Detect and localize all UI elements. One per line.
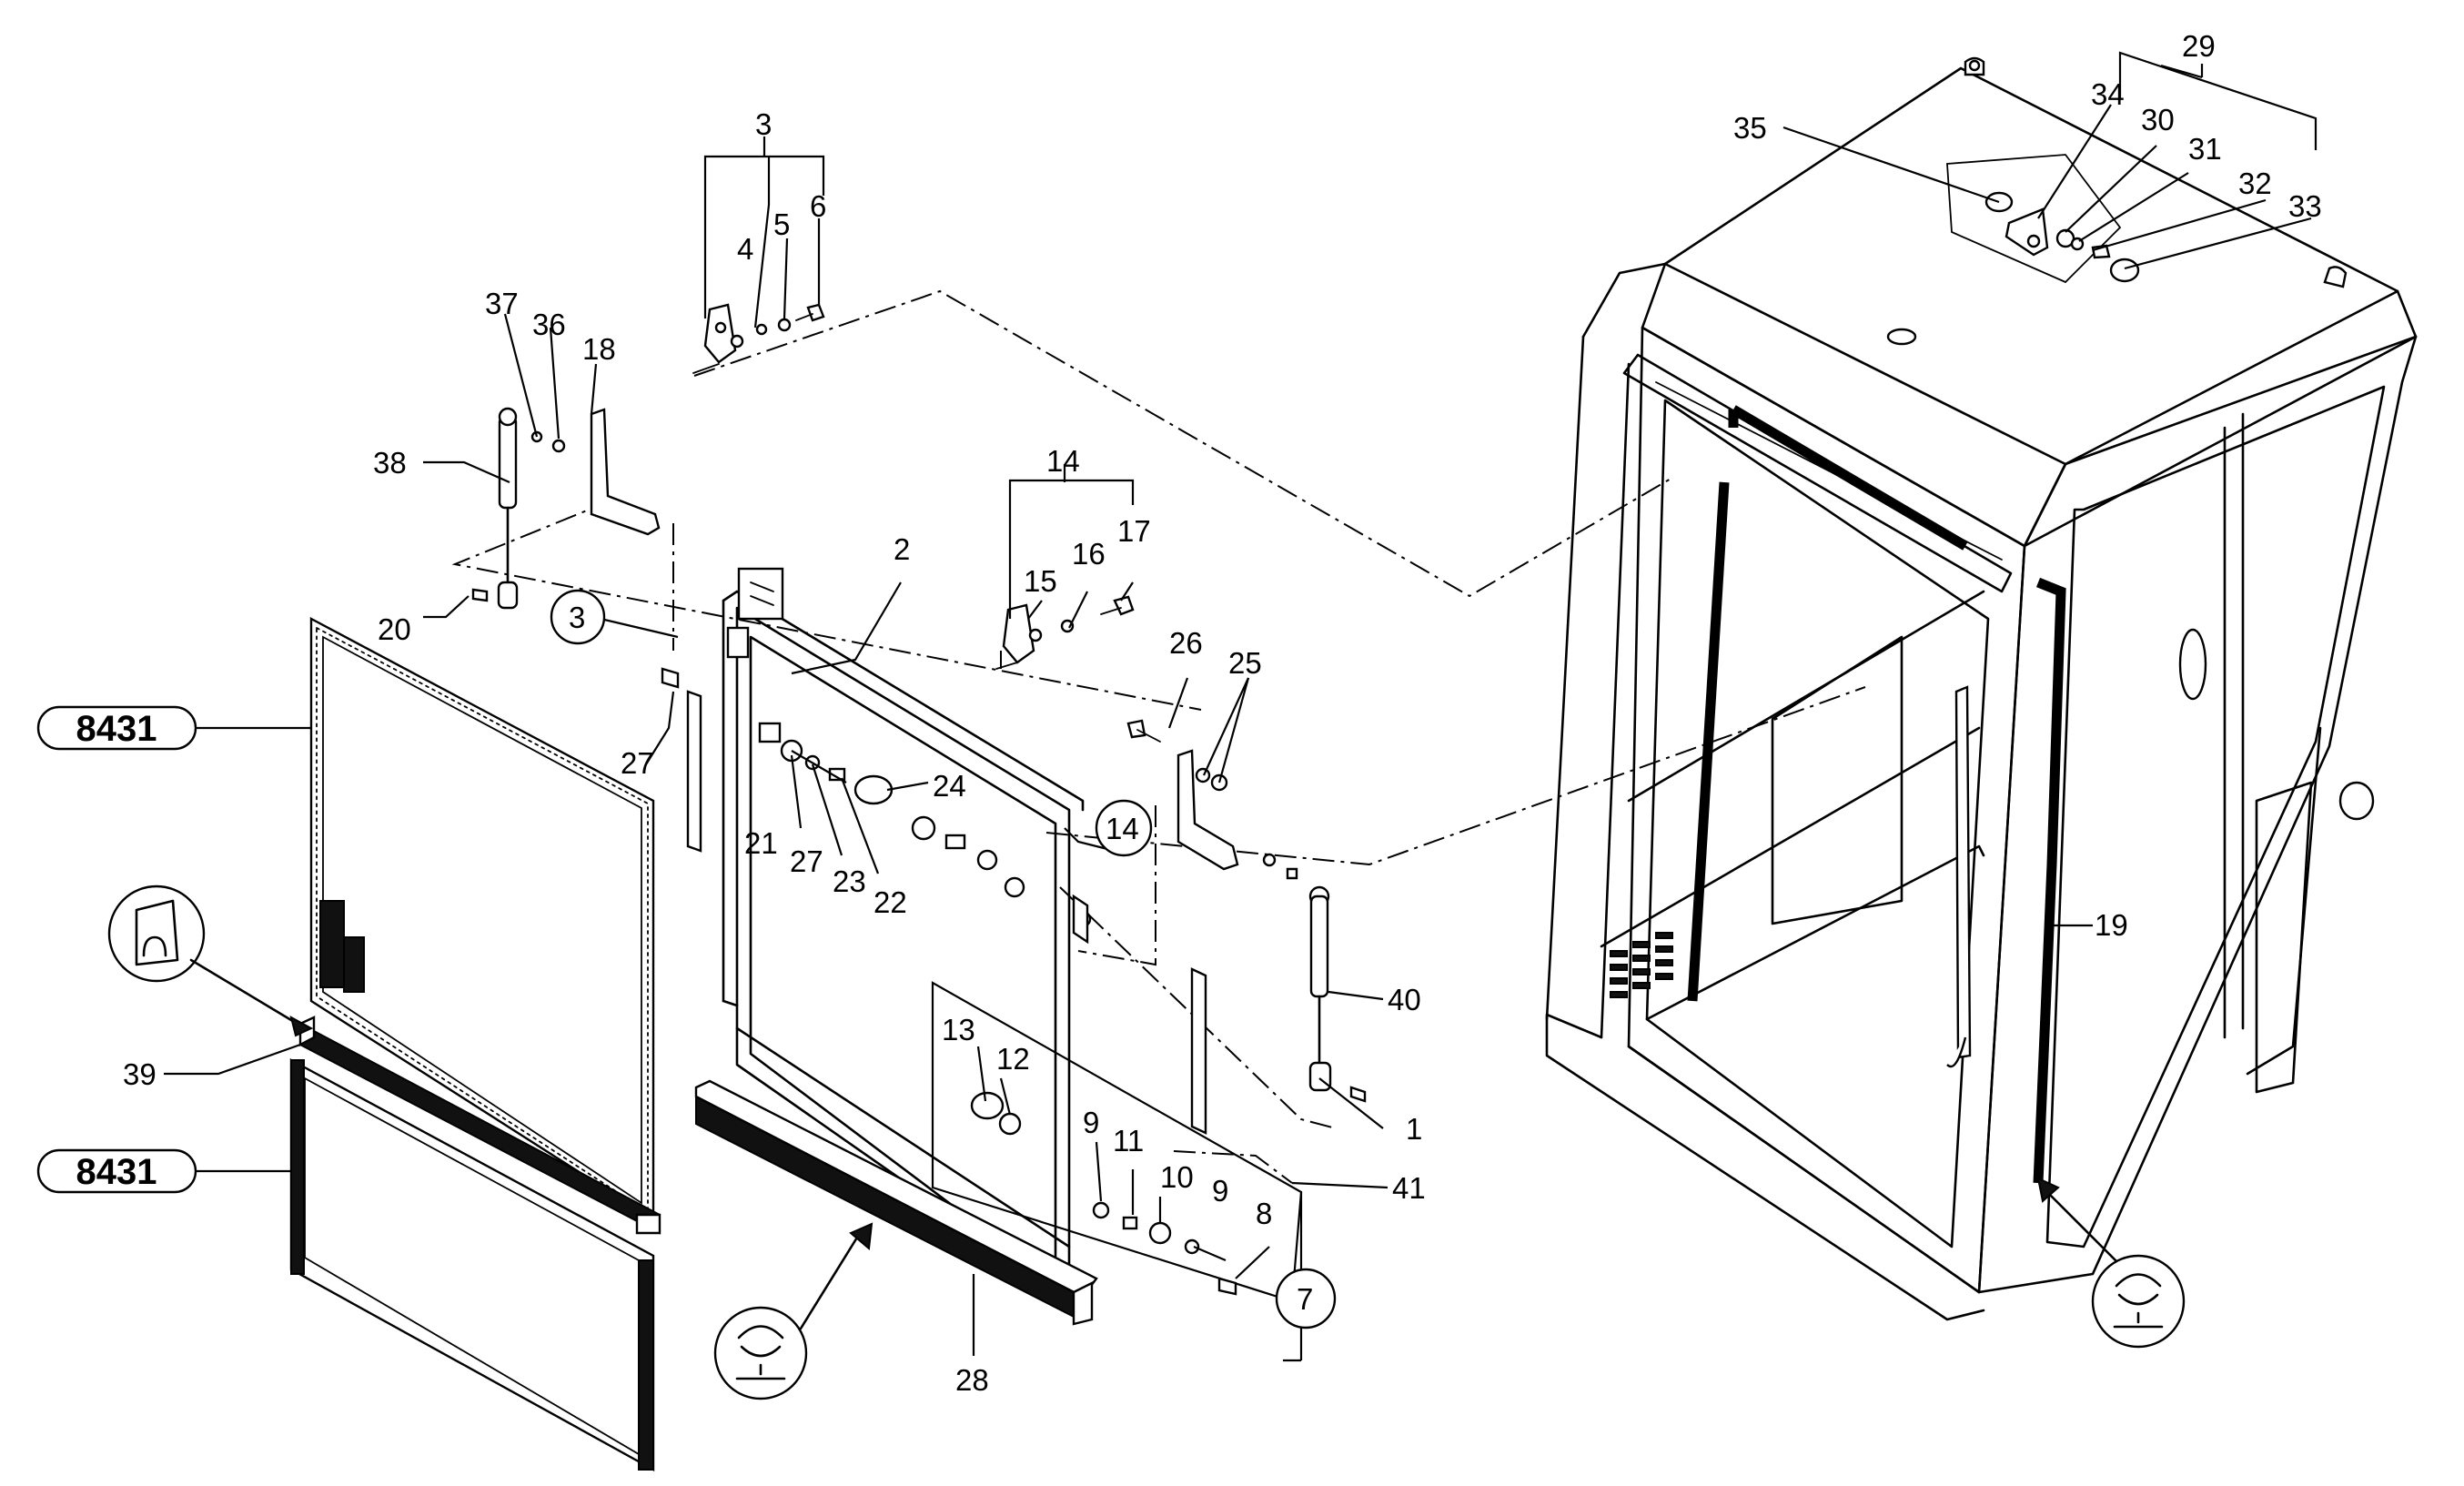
callout-24: 24 (933, 769, 966, 803)
callout-3-circle: 3 (569, 601, 585, 634)
callout-circle-14 (1095, 799, 1153, 857)
door-hinge-plates (686, 690, 1207, 1135)
callout-33: 33 (2288, 189, 2322, 223)
operator-cab (1545, 56, 2418, 1321)
callout-22: 22 (874, 885, 907, 919)
callout-29: 29 (2182, 29, 2216, 63)
callout-circle-7 (1275, 1268, 1337, 1329)
bracket-18 (590, 408, 661, 536)
sealant-symbol-right (2036, 1177, 2186, 1349)
lock-assembly-3 (692, 303, 825, 374)
door-roller-parts (661, 667, 1092, 945)
group-ref-label-1: 8431 (76, 709, 157, 749)
callout-35: 35 (1733, 111, 1767, 145)
callout-36: 36 (532, 308, 566, 341)
callout-10: 10 (1160, 1160, 1194, 1194)
callout-8: 8 (1256, 1197, 1272, 1230)
callout-9-left: 9 (1083, 1106, 1099, 1139)
callout-2: 2 (894, 532, 910, 566)
gas-strut-40 (1286, 867, 1367, 1103)
callout-13: 13 (942, 1013, 975, 1046)
callout-37: 37 (485, 287, 519, 320)
gas-strut-38 (471, 407, 566, 610)
callout-3-top: 3 (755, 107, 772, 141)
callout-27-mid: 27 (790, 844, 823, 878)
cab-weatherstrip (1687, 405, 2066, 1184)
callout-25: 25 (1228, 646, 1262, 680)
callout-15: 15 (1024, 564, 1057, 598)
callout-7: 7 (1297, 1282, 1313, 1316)
callout-28: 28 (955, 1363, 989, 1397)
callout-12: 12 (996, 1042, 1030, 1076)
assembly-guide-lines (451, 289, 1866, 1184)
callout-38: 38 (373, 446, 407, 480)
roof-fitting-parts (1984, 191, 2140, 283)
cab-vents (1610, 932, 1673, 998)
callout-39: 39 (123, 1057, 157, 1091)
guide-rail-28 (694, 1079, 1098, 1326)
callout-6: 6 (810, 189, 826, 223)
seal-profile-detail (107, 885, 314, 1037)
upper-glass-pane (309, 617, 655, 1222)
callout-16: 16 (1072, 537, 1106, 571)
lock-assembly-14 (995, 595, 1135, 670)
callout-27-left: 27 (621, 746, 654, 780)
callout-9-right: 9 (1212, 1174, 1228, 1208)
callout-31: 31 (2188, 132, 2222, 166)
bracket-25 (1126, 719, 1277, 871)
callout-19: 19 (2095, 908, 2128, 942)
callout-40: 40 (1388, 983, 1421, 1016)
callout-17: 17 (1117, 514, 1151, 548)
callout-34: 34 (2091, 77, 2125, 111)
callout-20: 20 (378, 612, 411, 646)
callout-4: 4 (737, 232, 753, 266)
seal-strip-39 (298, 1016, 661, 1235)
callout-21: 21 (744, 826, 778, 860)
callout-32: 32 (2238, 167, 2272, 200)
lower-glass-pane (289, 1057, 655, 1472)
callout-18: 18 (582, 332, 616, 366)
leader-lines (164, 104, 2312, 1356)
callout-23: 23 (833, 864, 866, 898)
callout-14-circle: 14 (1106, 812, 1139, 845)
part-number-labels: 1 2 3 3 4 5 6 7 8 9 9 10 11 12 13 14 14 … (123, 29, 2322, 1397)
callout-11: 11 (1113, 1124, 1144, 1157)
group-ref-pill-2: 8431 (36, 1148, 197, 1194)
callout-30: 30 (2141, 103, 2175, 136)
sealant-symbol-left (713, 1222, 874, 1400)
callout-circle-3 (550, 589, 606, 645)
callout-14-top: 14 (1046, 444, 1080, 478)
callout-41: 41 (1392, 1171, 1426, 1205)
callout-5: 5 (773, 207, 790, 241)
group-ref-label-2: 8431 (76, 1152, 157, 1192)
callout-1: 1 (1406, 1112, 1422, 1146)
door-frame (722, 567, 1085, 1299)
callout-26: 26 (1169, 626, 1203, 660)
group-ref-pill-1: 8431 (36, 705, 197, 751)
